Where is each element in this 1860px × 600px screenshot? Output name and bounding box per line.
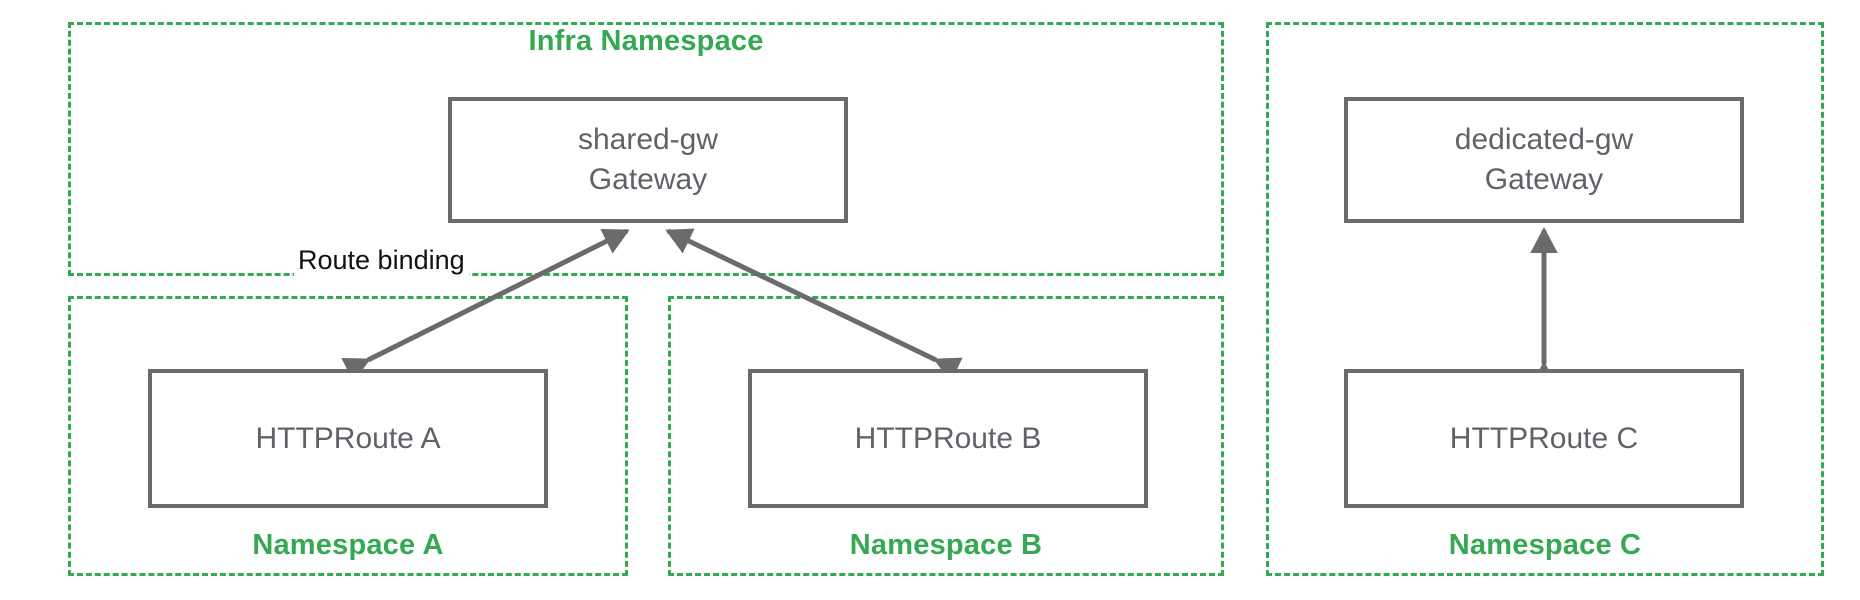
resource-box-route-c[interactable]: HTTPRoute C — [1344, 369, 1744, 508]
resource-label-dedicated-gw: dedicated-gw Gateway — [1454, 123, 1634, 196]
resource-label-shared-gw: shared-gw Gateway — [577, 123, 719, 196]
namespace-label-infra: Infra Namespace — [528, 25, 764, 57]
resource-box-shared-gw[interactable]: shared-gw Gateway — [448, 97, 848, 223]
resource-label-route-c: HTTPRoute C — [1449, 421, 1639, 455]
resource-label-route-b: HTTPRoute B — [854, 421, 1042, 455]
resource-box-dedicated-gw[interactable]: dedicated-gw Gateway — [1344, 97, 1744, 223]
namespace-box-c — [1266, 22, 1824, 576]
namespace-label-b: Namespace B — [849, 529, 1043, 561]
edge-label-route-binding: Route binding — [294, 245, 469, 276]
resource-box-route-a[interactable]: HTTPRoute A — [148, 369, 548, 508]
resource-label-route-a: HTTPRoute A — [255, 421, 441, 455]
resource-box-route-b[interactable]: HTTPRoute B — [748, 369, 1148, 508]
namespace-label-c: Namespace C — [1448, 529, 1642, 561]
namespace-box-infra — [68, 22, 1224, 276]
namespace-label-a: Namespace A — [252, 529, 444, 561]
